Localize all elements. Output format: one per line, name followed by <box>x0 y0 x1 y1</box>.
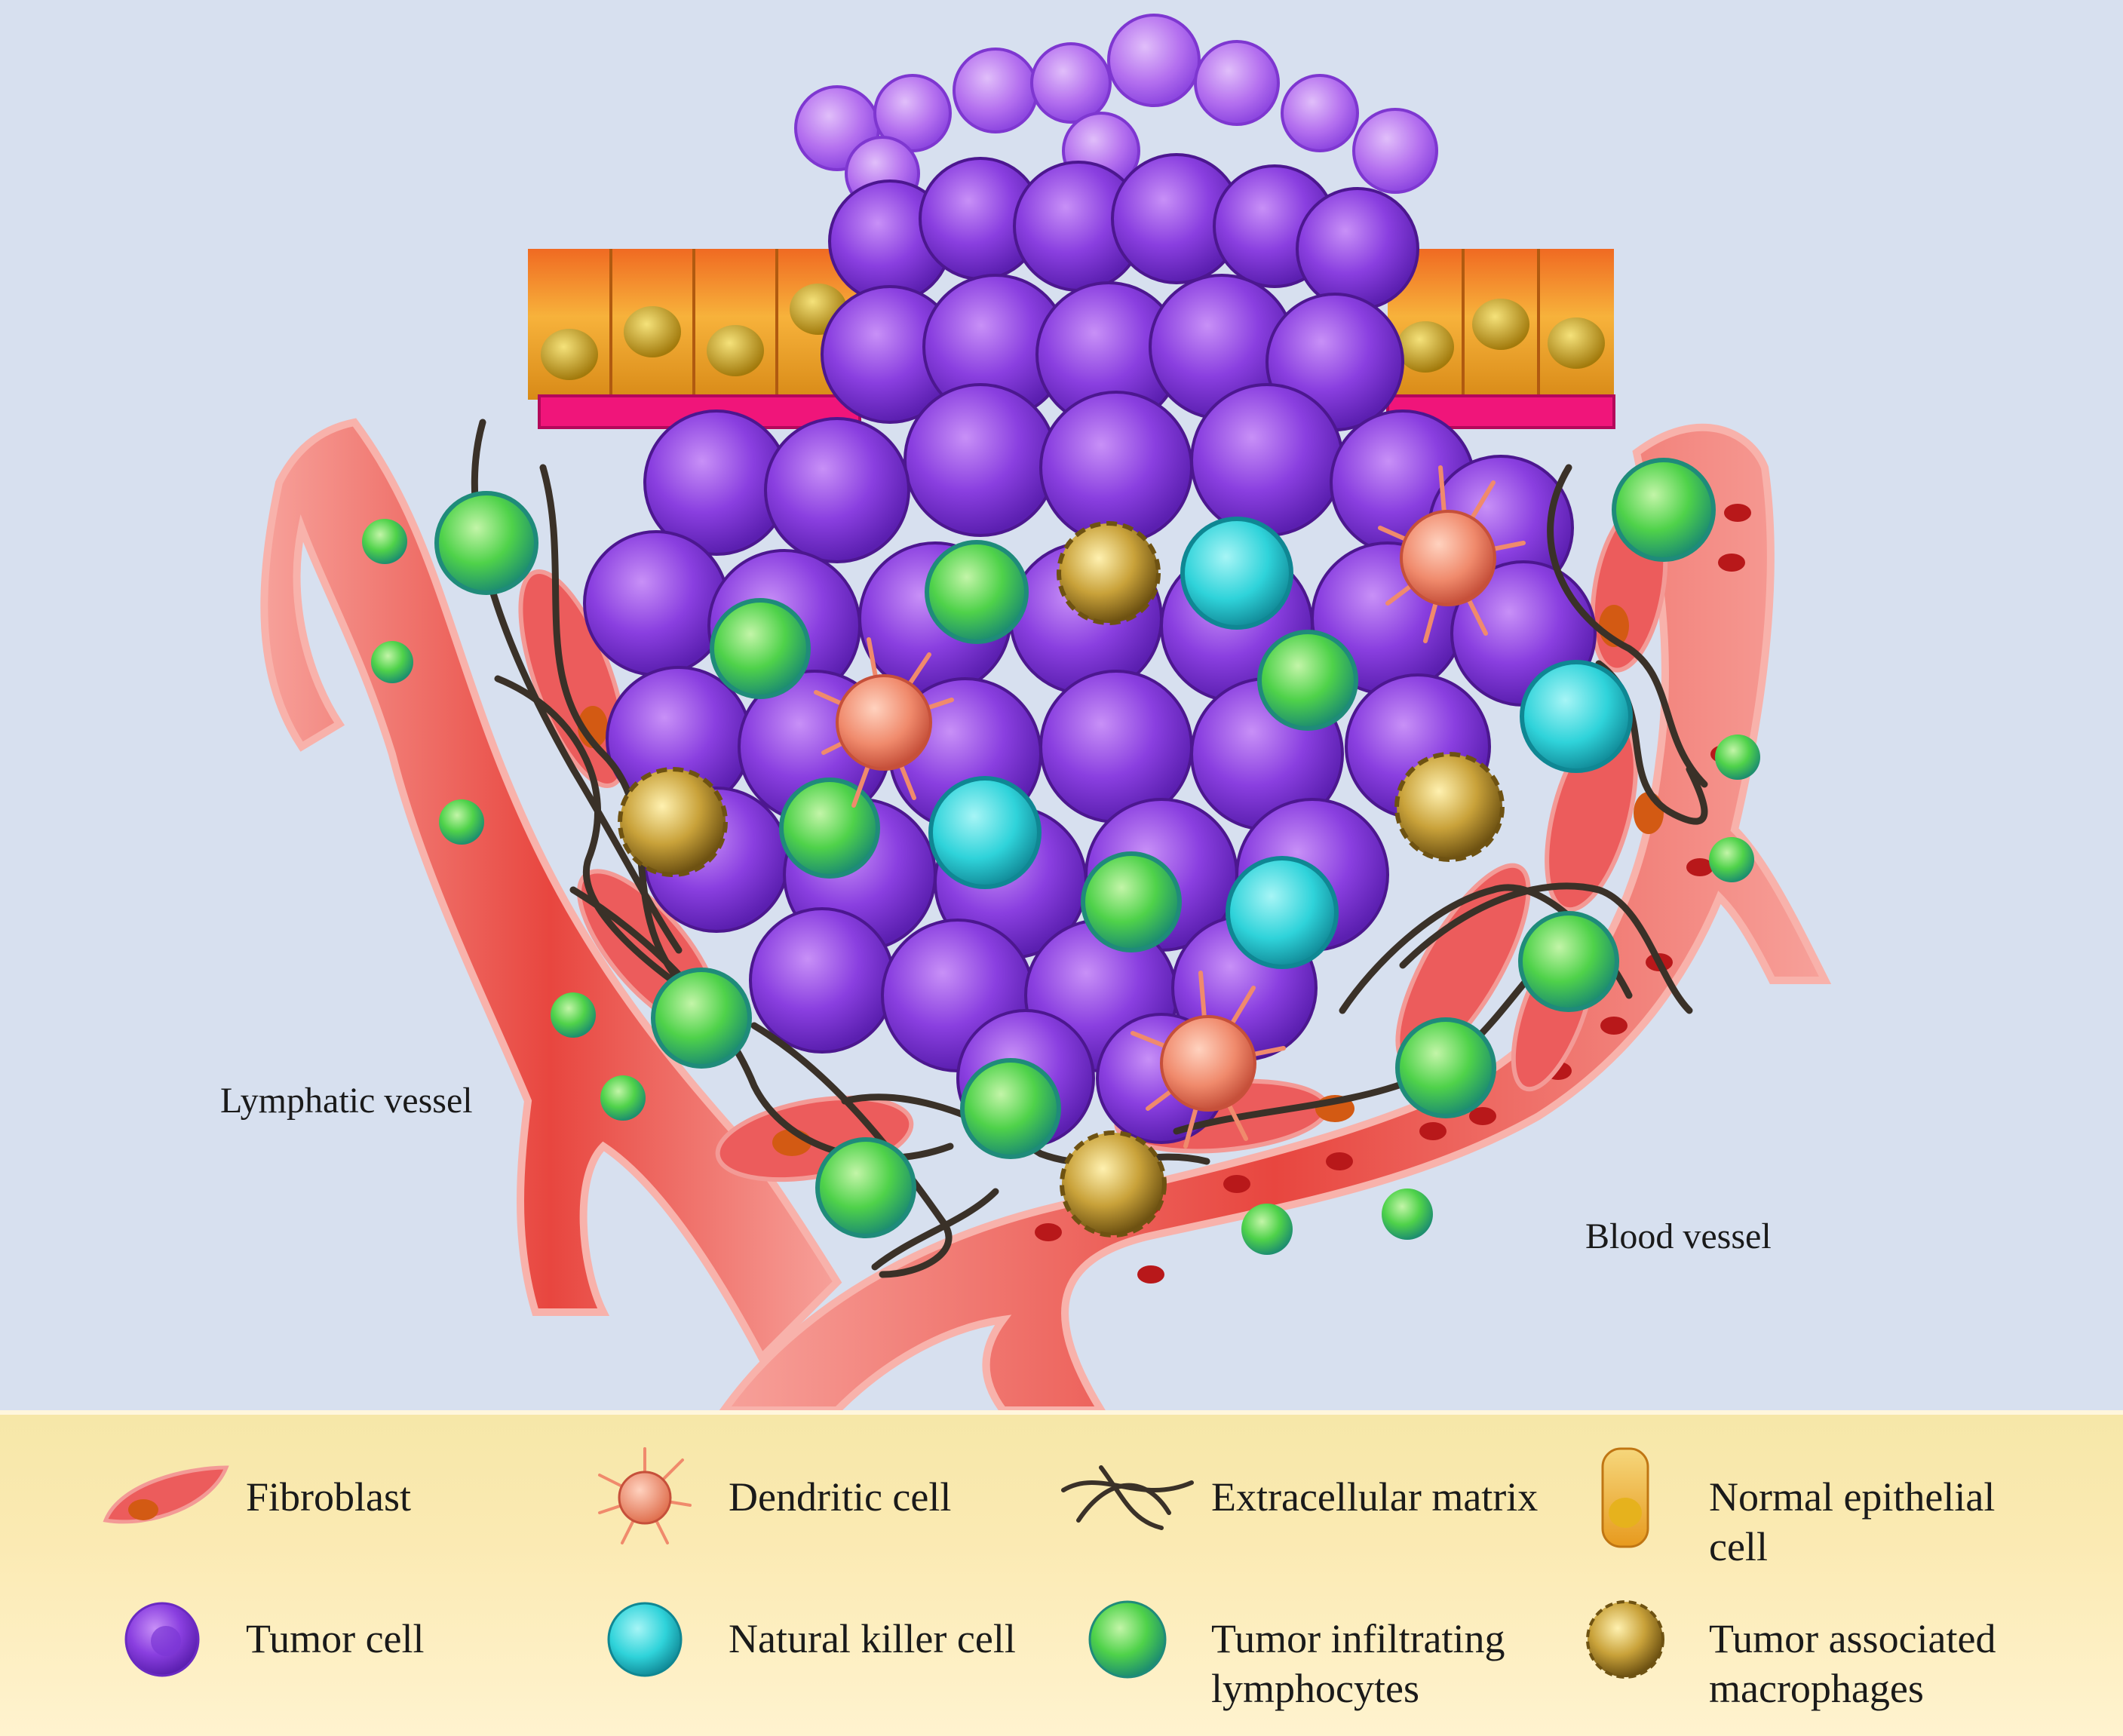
legend-item-tumor-cell: Tumor cell <box>91 1587 600 1692</box>
legend-item-extracellular-matrix: Extracellular matrix <box>1056 1445 1566 1550</box>
legend-item-dendritic-cell: Dendritic cell <box>573 1445 1083 1550</box>
illustration <box>260 14 1832 1410</box>
tumor-associated-macrophages <box>618 521 1505 1238</box>
legend-label: Natural killer cell <box>729 1616 1016 1661</box>
tumor-cell-icon <box>124 1602 200 1677</box>
nk-cell-icon <box>607 1602 683 1677</box>
epithelial-cell-icon <box>1601 1447 1649 1548</box>
legend: Fibroblast Dendritic cell <box>0 1410 2123 1736</box>
legend-item-fibroblast: Fibroblast <box>91 1445 600 1550</box>
legend-label: Normal epithelial cell <box>1709 1474 1996 1569</box>
dendritic-cells <box>814 465 1526 1149</box>
macrophage-icon <box>1586 1600 1664 1679</box>
legend-label: Fibroblast <box>246 1474 412 1520</box>
extracellular-matrix-icon <box>1061 1465 1194 1530</box>
legend-item-normal-epithelial-cell: Normal epithelial cell <box>1554 1445 2063 1572</box>
legend-item-tumor-infiltrating-lymphocytes: Tumor infiltrating lymphocytes <box>1056 1587 1566 1713</box>
natural-killer-cells <box>928 517 1633 969</box>
til-icon <box>1088 1600 1167 1679</box>
legend-label: Extracellular matrix <box>1211 1474 1539 1520</box>
tumor-infiltrating-lymphocytes <box>434 458 1716 1238</box>
lymphatic-vessel-label: Lymphatic vessel <box>220 1081 473 1121</box>
blood-vessel-label: Blood vessel <box>1585 1216 1772 1256</box>
legend-item-natural-killer-cell: Natural killer cell <box>573 1587 1083 1692</box>
legend-label: Tumor infiltrating lymphocytes <box>1211 1616 1505 1711</box>
fibroblast-icon <box>103 1465 229 1524</box>
legend-label: Dendritic cell <box>729 1474 952 1520</box>
dendritic-cell-icon <box>598 1447 692 1544</box>
legend-label: Tumor associated macrophages <box>1709 1616 1996 1711</box>
lymphatic-vessel <box>260 418 842 1364</box>
legend-label: Tumor cell <box>246 1616 425 1661</box>
legend-item-tumor-associated-macrophages: Tumor associated macrophages <box>1554 1587 2063 1713</box>
